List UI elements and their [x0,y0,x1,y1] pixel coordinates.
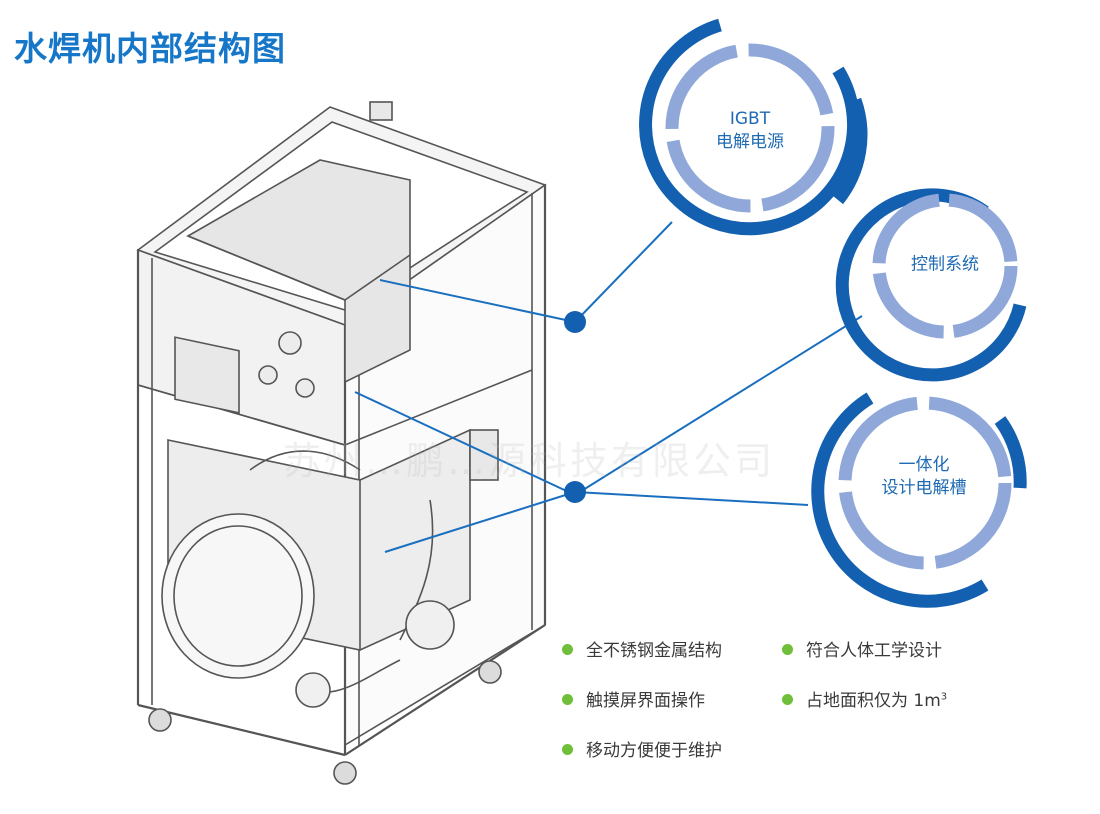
anchor-dot-tank [564,481,586,503]
bullet-dot-icon [782,694,793,705]
control-knob [258,365,278,385]
label-control-line1: 控制系统 [911,254,979,275]
ring-control-system [835,188,1027,382]
leader-tank [384,491,576,553]
feature-text: 符合人体工学设计 [806,641,942,661]
feature-item: 全不锈钢金属结构 [562,636,722,661]
tank-end-cap [161,513,315,679]
water-welder-machine-illustration [136,101,547,785]
label-integrated-tank: 一体化 设计电解槽 [882,454,967,500]
caster-wheel [478,660,502,684]
leader-igbt-to-circle [574,221,673,323]
feature-item: 移动方便便于维护 [562,736,722,761]
leader-lines [354,221,863,553]
caster-wheel [333,761,357,785]
leader-igbt [379,279,576,323]
feature-text: 占地面积仅为 1m [806,691,941,711]
bullet-dot-icon [562,694,573,705]
feature-item: 占地面积仅为 1m3 [782,686,947,711]
label-igbt-line2: 电解电源 [716,132,784,152]
bullet-dot-icon [562,644,573,655]
touchscreen [174,336,240,414]
ring-igbt-power [639,18,868,236]
leader-control [354,391,576,496]
ring-integrated-tank [811,392,1027,608]
label-tank-line1: 一体化 [898,455,950,475]
anchor-dot-igbt [564,311,586,333]
label-igbt-line1: IGBT [729,109,771,129]
page-title: 水焊机内部结构图 [14,29,286,68]
feature-item: 触摸屏界面操作 [562,686,705,711]
feature-item: 符合人体工学设计 [782,636,942,661]
pump [405,600,455,650]
feature-text: 触摸屏界面操作 [586,691,705,711]
leader-tank-to-circle [574,491,809,506]
caster-wheel [148,708,172,732]
feature-text: 移动方便便于维护 [586,741,722,761]
feature-superscript: 3 [940,691,948,703]
leader-control-to-circle [574,315,863,496]
bullet-dot-icon [562,744,573,755]
feature-text: 全不锈钢金属结构 [586,641,722,661]
company-watermark: 苏州…鹏…源科技有限公司 [283,439,776,483]
control-knob [278,331,302,355]
label-control-system: 控制系统 [911,254,979,277]
control-knob [295,378,315,398]
bullet-dot-icon [782,644,793,655]
label-tank-line2: 设计电解槽 [881,478,967,498]
label-igbt-power: IGBT 电解电源 [716,108,784,154]
